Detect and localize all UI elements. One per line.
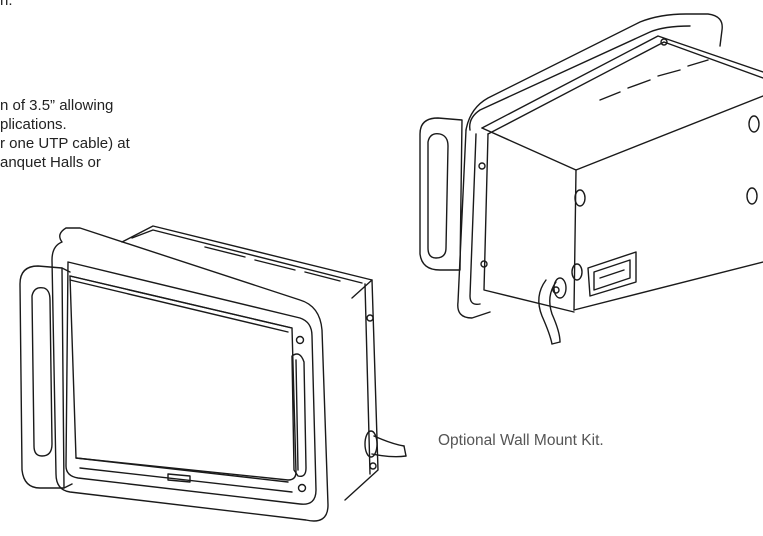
wall-mount-caption: Optional Wall Mount Kit.: [438, 432, 604, 449]
text-fragment-4: anquet Halls or: [0, 154, 101, 171]
text-fragment-2: plications.: [0, 116, 67, 133]
text-fragment-3: r one UTP cable) at: [0, 135, 130, 152]
text-fragment-1: n of 3.5” allowing: [0, 97, 114, 114]
text-fragment-top: n.: [0, 0, 13, 9]
